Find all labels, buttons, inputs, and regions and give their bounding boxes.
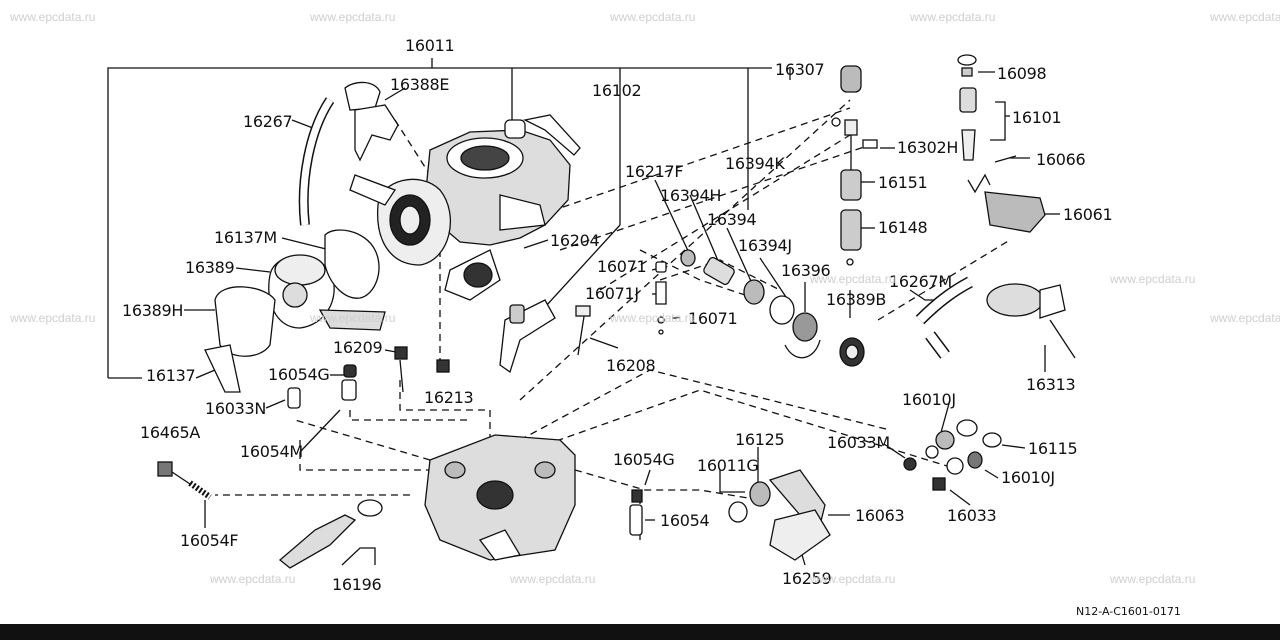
label-16033M: 16033M	[827, 433, 890, 452]
watermark: www.epcdata.ru	[310, 10, 396, 24]
label-16389H: 16389H	[122, 301, 184, 320]
leader-lines	[107, 58, 1060, 566]
label-16054M: 16054M	[240, 442, 303, 461]
label-16213: 16213	[424, 388, 474, 407]
watermark: www.epcdata.ru	[1110, 272, 1196, 286]
label-16465A: 16465A	[140, 423, 201, 442]
label-16259: 16259	[782, 569, 832, 588]
carburetor-lower-body	[424, 434, 576, 561]
pump-parts	[655, 249, 865, 367]
label-16307: 16307	[775, 60, 825, 79]
hose-16267	[298, 81, 399, 226]
label-16010J-lower: 16010J	[1001, 468, 1055, 487]
label-16102: 16102	[592, 81, 642, 100]
label-16151: 16151	[878, 173, 928, 192]
label-16054G: 16054G	[268, 365, 330, 384]
label-16389: 16389	[185, 258, 235, 277]
label-16389B: 16389B	[826, 290, 887, 309]
label-16302H: 16302H	[897, 138, 959, 157]
label-16388E: 16388E	[390, 75, 450, 94]
watermark: www.epcdata.ru	[10, 10, 96, 24]
watermark: www.epcdata.ru	[10, 311, 96, 325]
label-16196: 16196	[332, 575, 382, 594]
watermark: www.epcdata.ru	[910, 10, 996, 24]
label-16394: 16394	[707, 210, 757, 229]
label-16011: 16011	[405, 36, 455, 55]
solenoid-parts	[728, 419, 1002, 561]
watermark: www.epcdata.ru	[310, 311, 396, 325]
label-16054F: 16054F	[180, 531, 239, 550]
label-16394K: 16394K	[725, 154, 785, 173]
carburetor-upper-body	[349, 114, 581, 301]
watermark: www.epcdata.ru	[210, 572, 296, 586]
watermark: www.epcdata.ru	[810, 272, 896, 286]
label-16098: 16098	[997, 64, 1047, 83]
label-16125: 16125	[735, 430, 785, 449]
watermark: www.epcdata.ru	[610, 10, 696, 24]
label-16217F: 16217F	[625, 162, 684, 181]
watermark: www.epcdata.ru	[1110, 572, 1196, 586]
diaphragm-housing	[204, 229, 386, 393]
bottom-bar	[0, 624, 1280, 640]
label-16063: 16063	[855, 506, 905, 525]
label-16267: 16267	[243, 112, 293, 131]
label-16054: 16054	[660, 511, 710, 530]
label-16101: 16101	[1012, 108, 1062, 127]
label-16071-lower: 16071	[688, 309, 738, 328]
throttle-lever	[499, 299, 591, 374]
needle-valve-stack	[831, 65, 878, 266]
small-fittings	[157, 346, 643, 569]
label-16054G-lower: 16054G	[613, 450, 675, 469]
watermark: www.epcdata.ru	[610, 311, 696, 325]
diagram-code: N12-A-C1601-0171	[1076, 605, 1181, 618]
watermark: www.epcdata.ru	[1210, 10, 1280, 24]
watermark: www.epcdata.ru	[810, 572, 896, 586]
label-16394H: 16394H	[660, 186, 722, 205]
label-16137: 16137	[146, 366, 196, 385]
label-16394J: 16394J	[738, 236, 792, 255]
label-16313: 16313	[1026, 375, 1076, 394]
label-16115: 16115	[1028, 439, 1078, 458]
label-16011G: 16011G	[697, 456, 759, 475]
label-16061: 16061	[1063, 205, 1113, 224]
label-16209: 16209	[333, 338, 383, 357]
watermark: www.epcdata.ru	[510, 572, 596, 586]
label-16267M: 16267M	[889, 272, 952, 291]
vacuum-unit	[915, 276, 1076, 359]
label-16071: 16071	[597, 257, 647, 276]
label-16033: 16033	[947, 506, 997, 525]
watermark: www.epcdata.ru	[1210, 311, 1280, 325]
label-16396: 16396	[781, 261, 831, 280]
label-16148: 16148	[878, 218, 928, 237]
float-valve-parts	[957, 54, 1046, 233]
label-16137M: 16137M	[214, 228, 277, 247]
label-16071J: 16071J	[585, 284, 639, 303]
label-16208: 16208	[606, 356, 656, 375]
label-16066: 16066	[1036, 150, 1086, 169]
label-16010J: 16010J	[902, 390, 956, 409]
label-16033N: 16033N	[205, 399, 267, 418]
label-16204: 16204	[550, 231, 600, 250]
